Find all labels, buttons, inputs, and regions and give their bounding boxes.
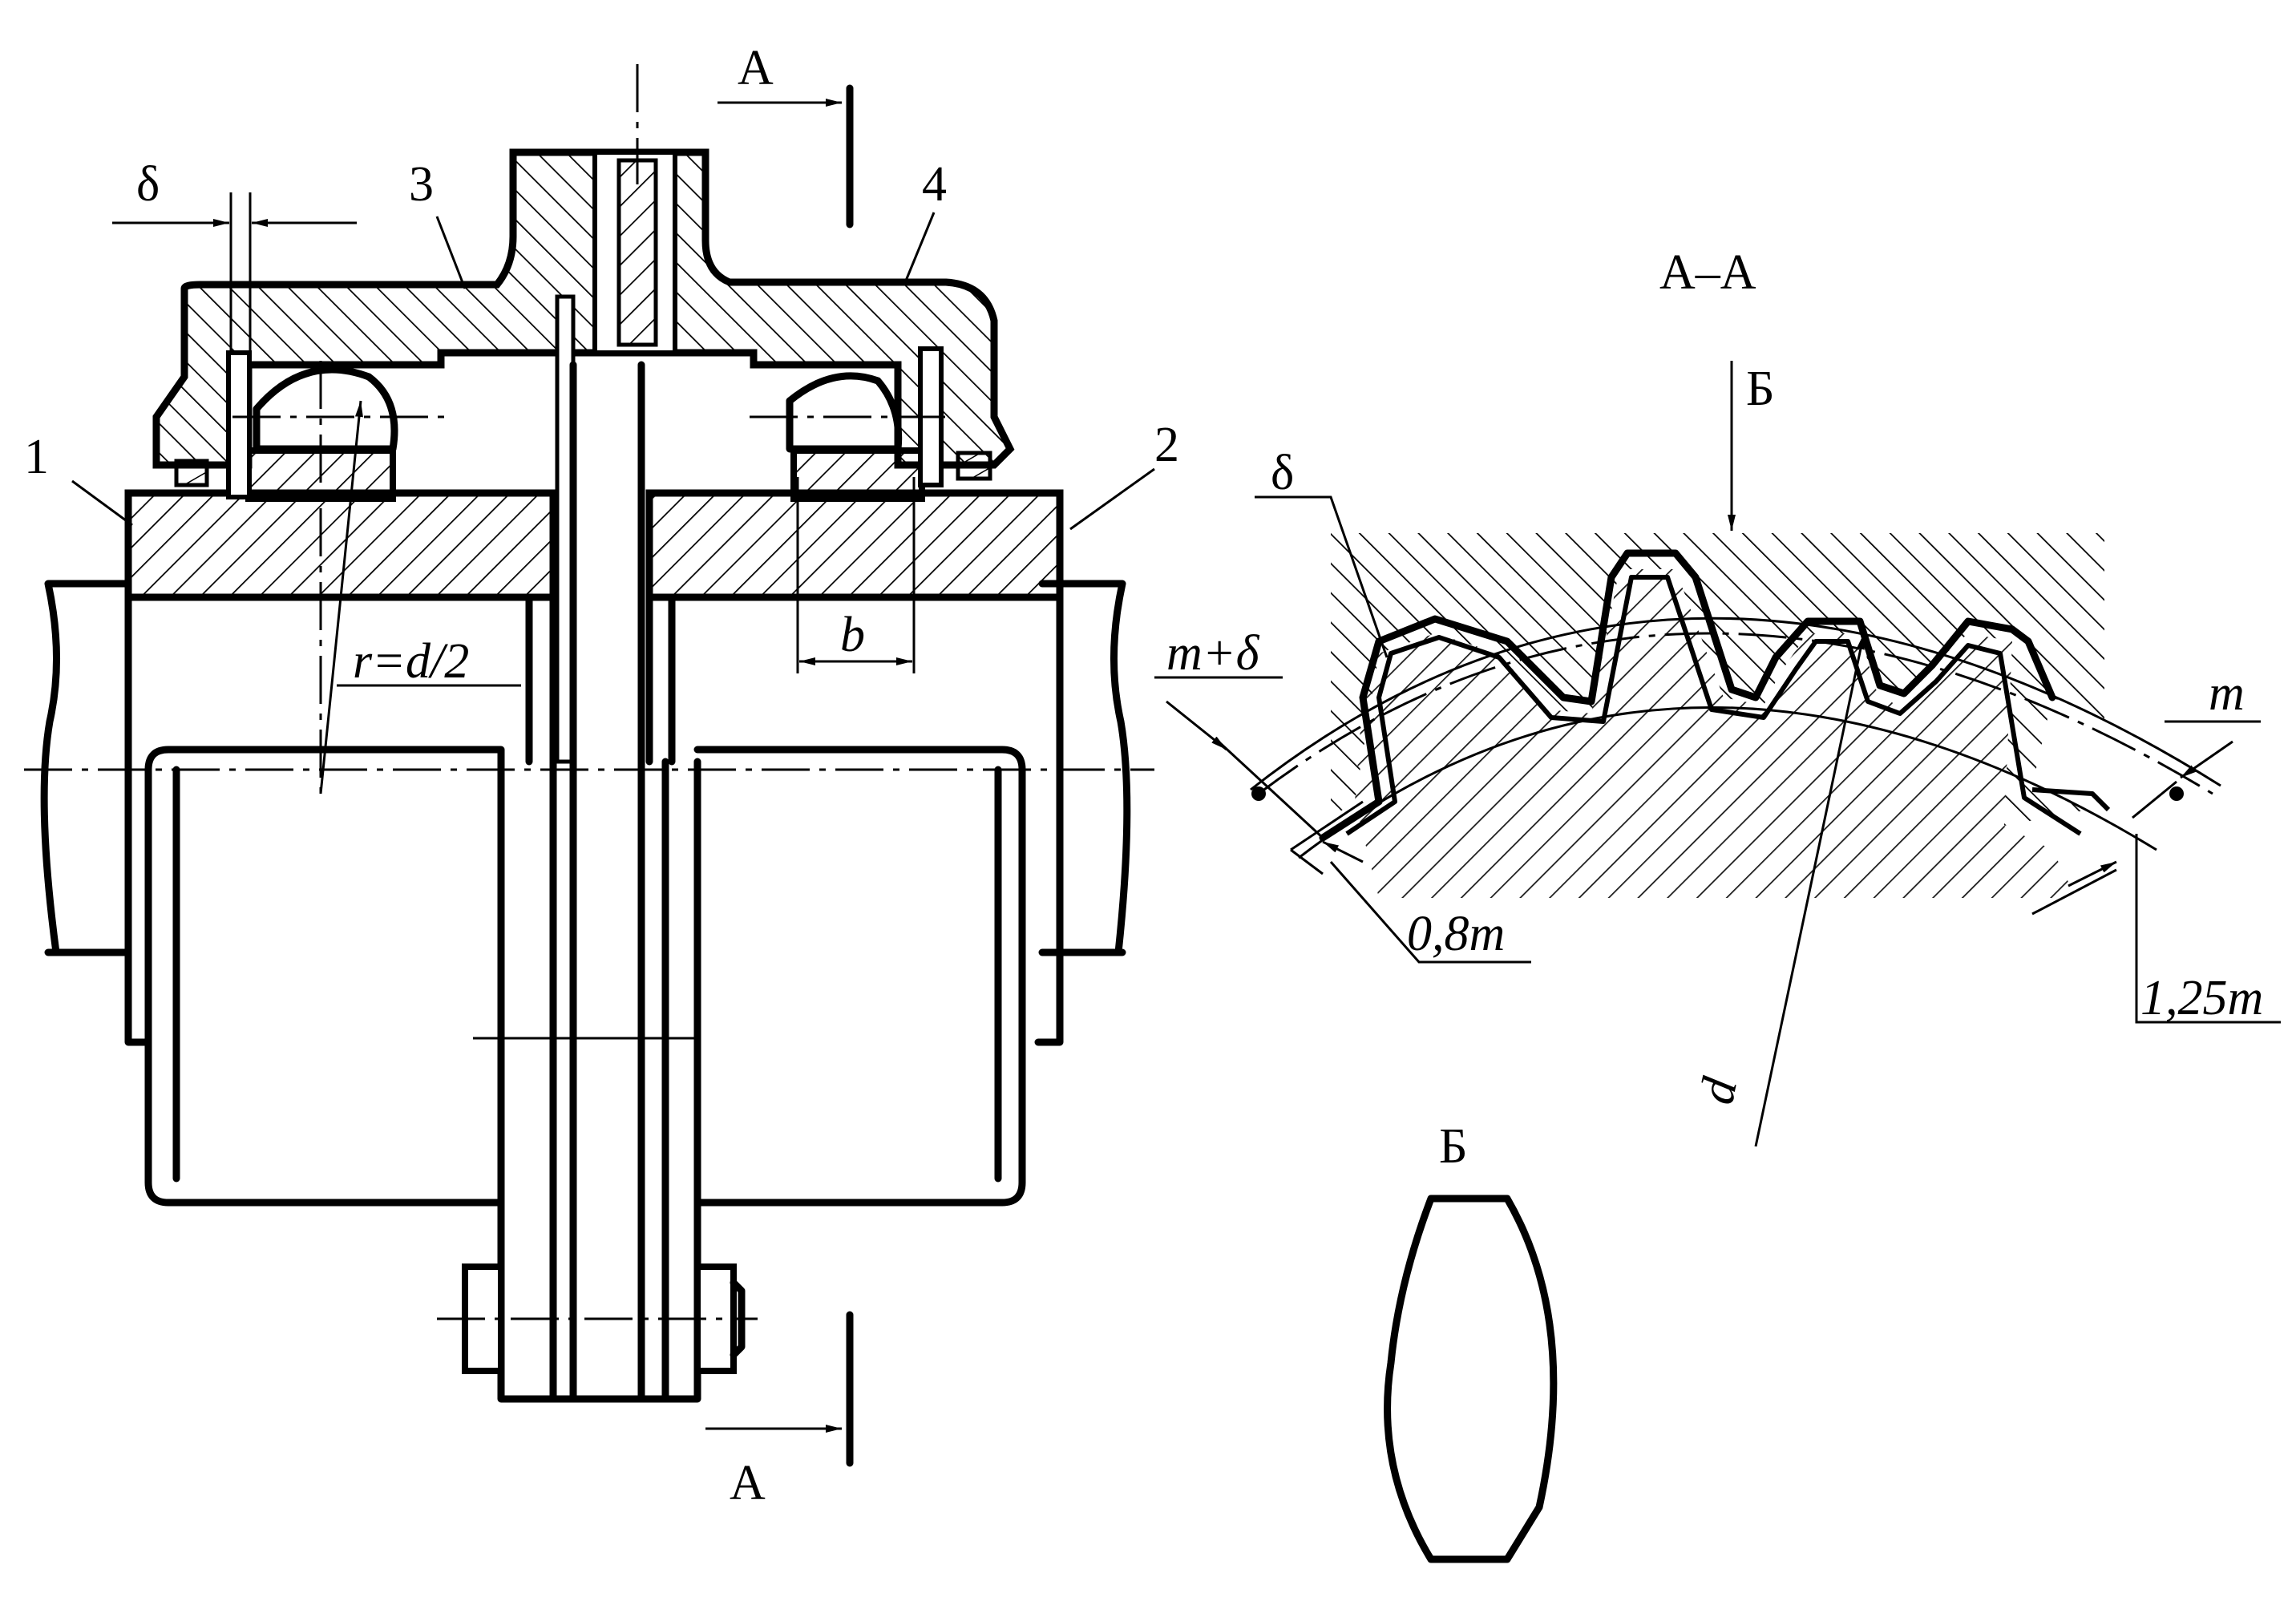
sleeve-teeth-region — [1331, 533, 2104, 826]
hub-right — [645, 447, 1064, 1046]
label-part-2: 2 — [1154, 418, 1179, 472]
label-radius: r=d/2 — [353, 634, 469, 689]
pin-left — [226, 350, 252, 499]
left-shaft-outline — [40, 580, 132, 956]
central-column — [497, 361, 701, 1403]
tooth-profile-outer — [1319, 549, 2056, 842]
label-delta-left: δ — [136, 157, 160, 212]
hub-teeth-region — [1355, 569, 2076, 898]
label-delta-right: δ — [1271, 446, 1294, 500]
sleeve-body — [152, 148, 1015, 764]
coupling-section-view: 1 2 3 4 δ А А r=d/2 b — [24, 41, 1179, 1510]
tooth-profile-inner — [1345, 575, 2082, 836]
pitch-circle — [1258, 632, 2213, 795]
label-part-3: 3 — [409, 157, 434, 212]
label-m-right: m — [2209, 666, 2245, 721]
section-aa-view: А–А Б δ m+δ 0,8m — [1154, 245, 2281, 1147]
label-1-25m: 1,25m — [2140, 971, 2263, 1025]
label-section-aa-title: А–А — [1659, 245, 1756, 300]
label-m-plus-delta: m+δ — [1166, 626, 1260, 681]
seal-right — [956, 451, 992, 481]
label-section-a-top: А — [738, 41, 774, 95]
lower-barrels — [144, 746, 1026, 1207]
label-0-8m: 0,8m — [1407, 907, 1505, 961]
view-b: Б — [1384, 1119, 1558, 1563]
label-view-b-title: Б — [1439, 1119, 1468, 1174]
label-view-b-arrow: Б — [1746, 362, 1775, 416]
label-part-1: 1 — [24, 430, 49, 484]
label-part-4: 4 — [922, 157, 947, 212]
label-width-b: b — [840, 608, 865, 662]
seal-left — [174, 459, 209, 487]
barrel-tooth-shape — [1384, 1195, 1558, 1563]
hub-left — [124, 447, 557, 1046]
label-section-a-bottom: А — [730, 1456, 766, 1510]
right-shaft-outline — [1038, 580, 1131, 956]
label-diameter-d: d — [1689, 1072, 1748, 1108]
